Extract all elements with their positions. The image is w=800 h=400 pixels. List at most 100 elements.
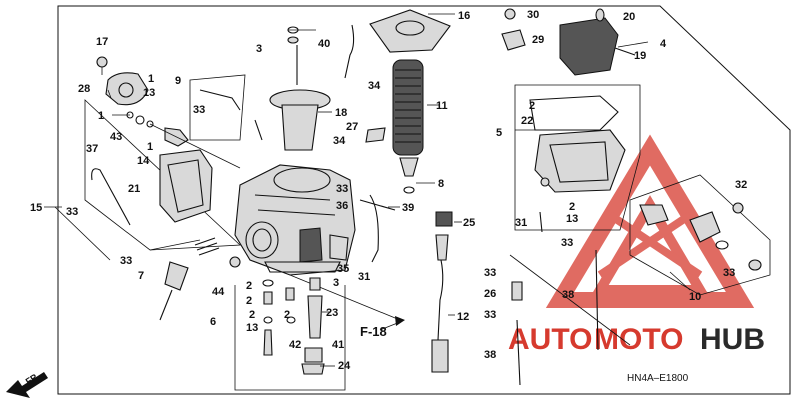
callout-18: 18	[335, 107, 347, 119]
tube-9-icon	[199, 89, 241, 111]
callout-35: 35	[337, 263, 349, 275]
callout-6: 6	[210, 316, 216, 328]
callout-42: 42	[289, 339, 301, 351]
pin-19-icon	[614, 47, 636, 56]
callout-43: 43	[110, 131, 122, 143]
callout-31b: 31	[515, 217, 527, 229]
sensor-12-icon	[435, 234, 449, 261]
bolt-31-icon	[539, 211, 543, 233]
jet-2-icon	[285, 287, 295, 301]
rod-38a-icon	[595, 249, 599, 351]
group-frame-9	[189, 74, 246, 141]
front-arrow-label: FR.	[24, 371, 42, 387]
callout-40: 40	[318, 38, 330, 50]
screw-2-icon	[540, 177, 550, 187]
callout-34b: 34	[333, 135, 346, 147]
screw-32-icon	[732, 202, 744, 214]
callout-17: 17	[96, 36, 108, 48]
jet-3-icon	[309, 277, 321, 291]
callout-21: 21	[128, 183, 140, 195]
right-parts-group	[501, 8, 771, 386]
callout-32: 32	[735, 179, 747, 191]
callout-33h: 33	[723, 267, 735, 279]
callout-3b: 3	[333, 277, 339, 289]
callout-3a: 3	[256, 43, 262, 55]
jet-7-icon	[164, 261, 189, 291]
callout-9: 9	[175, 75, 181, 87]
heater-4-icon	[559, 17, 619, 76]
float-chamber-5-icon	[534, 129, 626, 193]
watermark-text-hub: HUB	[700, 323, 765, 356]
callout-27: 27	[346, 121, 358, 133]
callout-26: 26	[484, 288, 496, 300]
cap-25-icon	[435, 211, 453, 227]
callout-2c: 2	[249, 309, 255, 321]
callout-2d: 2	[284, 309, 290, 321]
callout-24: 24	[338, 360, 351, 372]
jet-23-icon	[307, 295, 323, 339]
callout-39: 39	[402, 202, 414, 214]
spring-7-icon	[194, 237, 220, 256]
sensor-12-group	[431, 211, 453, 373]
callout-38a: 38	[562, 289, 574, 301]
callout-19: 19	[634, 50, 646, 62]
callout-2e: 2	[529, 100, 535, 112]
callout-44: 44	[212, 286, 225, 298]
left-parts-group	[84, 56, 241, 321]
top-center-parts	[189, 24, 355, 151]
o-ring-43-icon	[135, 115, 145, 125]
watermark-text-auto: AUTO	[508, 323, 592, 356]
callout-41: 41	[332, 339, 344, 351]
callout-33e: 33	[561, 237, 573, 249]
watermark-slash-2	[597, 211, 693, 279]
screw-30-icon	[504, 8, 516, 20]
clip-27-icon	[365, 127, 386, 143]
screw-44-icon	[229, 256, 241, 268]
callout-20: 20	[623, 11, 635, 23]
hose-40-icon	[344, 24, 355, 79]
callout-28: 28	[78, 83, 90, 95]
callout-11: 11	[436, 100, 448, 112]
callout-25: 25	[463, 217, 475, 229]
callout-13a: 13	[143, 87, 155, 99]
callout-36: 36	[336, 200, 348, 212]
callout-14: 14	[137, 155, 150, 167]
needle-jet-13-icon	[263, 329, 273, 356]
callout-22: 22	[521, 115, 533, 127]
callout-37: 37	[86, 143, 98, 155]
callout-1c: 1	[147, 141, 153, 153]
watermark-text: AUTO MOTO HUB	[508, 323, 765, 356]
group-frame-6	[234, 285, 346, 391]
washer-2a-icon	[262, 279, 274, 287]
accelerator-pump-cover-icon	[105, 72, 149, 106]
callout-7: 7	[138, 270, 144, 282]
piston-18-icon	[281, 104, 319, 151]
callout-33f: 33	[484, 267, 496, 279]
callout-16: 16	[458, 10, 470, 22]
carburetor-throat-icon	[245, 221, 279, 259]
callout-30: 30	[527, 9, 539, 21]
callout-5: 5	[496, 127, 502, 139]
connector-12-icon	[431, 339, 449, 373]
callout-1a: 1	[148, 73, 154, 85]
bulb-20-icon	[595, 8, 605, 22]
jet-41-icon	[304, 347, 323, 363]
callout-34a: 34	[368, 80, 381, 92]
callout-13c: 13	[566, 213, 578, 225]
callout-33a: 33	[193, 104, 205, 116]
jet-parts-group	[229, 256, 401, 391]
front-arrow-icon	[6, 372, 48, 398]
callout-4: 4	[660, 38, 667, 50]
callout-33d: 33	[336, 183, 348, 195]
rod-38b-icon	[516, 319, 521, 386]
diagram-code: HN4A–E1800	[627, 373, 689, 384]
jet-6-icon	[263, 291, 273, 305]
group-frame-5	[514, 84, 641, 231]
top-cap-group	[365, 9, 451, 194]
callout-33b: 33	[66, 206, 78, 218]
callout-10: 10	[689, 291, 701, 303]
callout-15: 15	[30, 202, 42, 214]
fitting-26-icon	[511, 281, 523, 301]
